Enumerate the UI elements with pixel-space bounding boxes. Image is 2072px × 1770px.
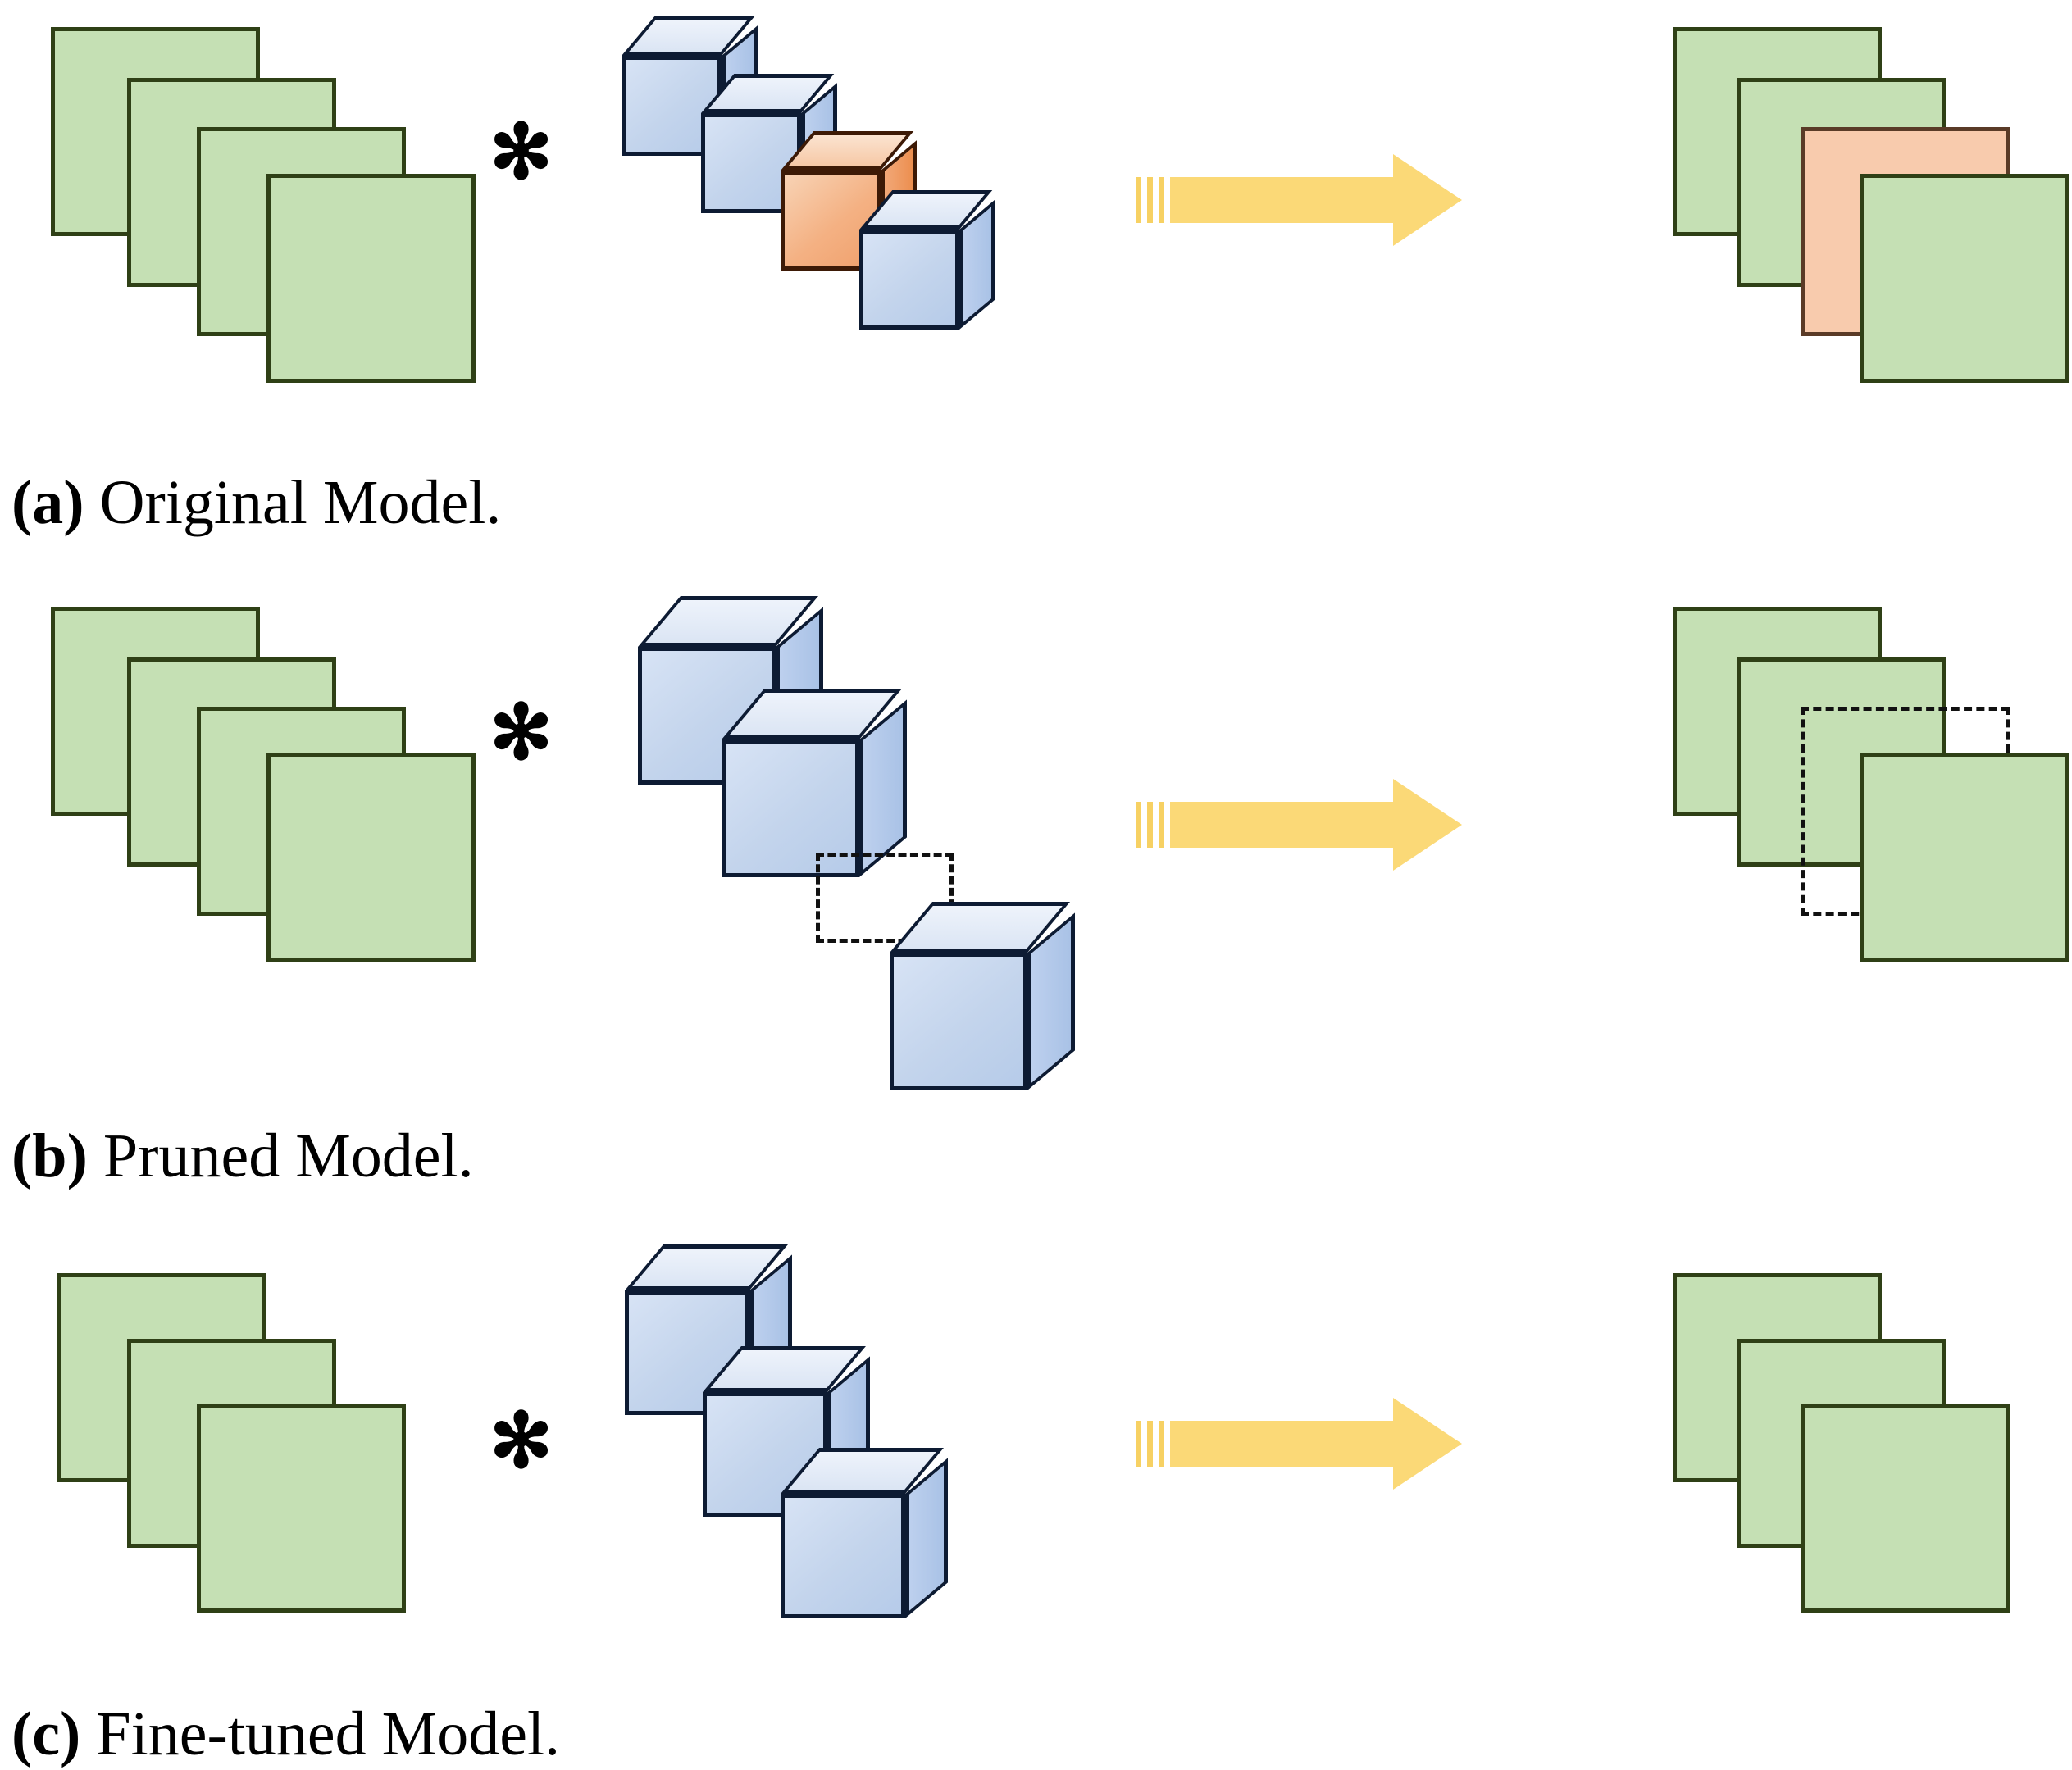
caption-text: Original Model. (84, 468, 502, 537)
kernel-cube-ghost-pruned (816, 853, 954, 943)
transform-arrow-b (1136, 779, 1492, 871)
caption-tag: (b) (11, 1122, 88, 1190)
transform-arrow-c (1136, 1398, 1492, 1490)
feature-map-square (1801, 1404, 2010, 1613)
caption-text: Pruned Model. (87, 1122, 474, 1190)
convolution-operator-c: ✻ (490, 1399, 553, 1483)
feature-map-square (1860, 174, 2069, 383)
transform-arrow-a (1136, 154, 1492, 246)
arrow-tick (1159, 802, 1164, 848)
feature-map-square (1860, 753, 2069, 962)
caption-tag: (c) (11, 1699, 81, 1768)
panel-original-model: ✻ (0, 0, 2072, 574)
arrow-tick (1147, 802, 1153, 848)
arrow-head (1393, 779, 1462, 871)
convolution-operator-a: ✻ (490, 111, 553, 194)
arrow-head (1393, 1398, 1462, 1490)
feature-map-square (266, 174, 476, 383)
caption-tag: (a) (11, 468, 84, 537)
caption-panel-b: (b) Pruned Model. (11, 1125, 474, 1187)
convolution-operator-b: ✻ (490, 691, 553, 775)
panel-fine-tuned-model: ✻ (0, 1230, 2072, 1770)
arrow-shaft (1170, 1421, 1393, 1467)
arrow-tick (1136, 1421, 1141, 1467)
arrow-head (1393, 154, 1462, 246)
caption-panel-c: (c) Fine-tuned Model. (11, 1703, 560, 1765)
arrow-shaft (1170, 177, 1393, 223)
arrow-tick (1136, 177, 1141, 223)
arrow-tick (1136, 802, 1141, 848)
panel-pruned-model: ✻ (0, 574, 2072, 1230)
arrow-tick (1147, 1421, 1153, 1467)
feature-map-square (197, 1404, 406, 1613)
arrow-tick (1147, 177, 1153, 223)
caption-panel-a: (a) Original Model. (11, 471, 501, 534)
arrow-shaft (1170, 802, 1393, 848)
arrow-tick (1159, 1421, 1164, 1467)
feature-map-square (266, 753, 476, 962)
arrow-tick (1159, 177, 1164, 223)
caption-text: Fine-tuned Model. (80, 1699, 561, 1768)
